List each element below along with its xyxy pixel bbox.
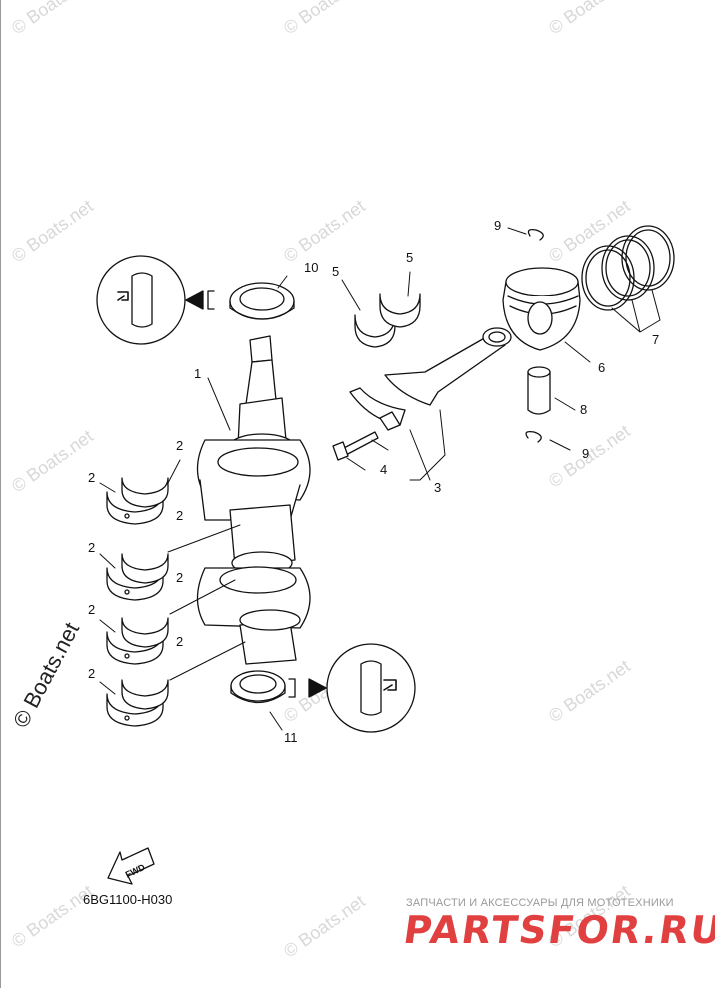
piston-pin bbox=[527, 366, 551, 415]
callout-9: 9 bbox=[494, 218, 501, 233]
callout-11: 11 bbox=[284, 730, 298, 745]
oil-seal-11 bbox=[230, 670, 286, 704]
seal-detail-bottom bbox=[288, 643, 416, 733]
brand-logo: PARTSFOR.RU bbox=[400, 908, 715, 952]
callout-5: 5 bbox=[332, 264, 339, 279]
callout-4: 4 bbox=[380, 462, 387, 477]
main-bearing-2 bbox=[106, 553, 169, 601]
page-border bbox=[0, 0, 1, 988]
piston bbox=[502, 267, 581, 351]
callout-2: 2 bbox=[88, 602, 95, 617]
callout-2: 2 bbox=[176, 570, 183, 585]
callout-2: 2 bbox=[176, 508, 183, 523]
main-bearing-3 bbox=[106, 617, 169, 665]
diagram-code: 6BG1100-H030 bbox=[83, 892, 173, 907]
callout-6: 6 bbox=[598, 360, 605, 375]
main-bearing-4 bbox=[106, 679, 169, 727]
connecting-rod bbox=[349, 327, 512, 431]
callout-2: 2 bbox=[88, 666, 95, 681]
main-bearing-1 bbox=[106, 477, 169, 525]
callout-9: 9 bbox=[582, 446, 589, 461]
callout-2: 2 bbox=[176, 438, 183, 453]
callout-5: 5 bbox=[406, 250, 413, 265]
conrod-bearing-5 bbox=[354, 293, 421, 348]
callout-2: 2 bbox=[176, 634, 183, 649]
callout-1: 1 bbox=[194, 366, 201, 381]
callout-3: 3 bbox=[434, 480, 441, 495]
callout-2: 2 bbox=[88, 470, 95, 485]
brand-subtitle: ЗАПЧАСТИ И АКСЕССУАРЫ ДЛЯ МОТОТЕХНИКИ bbox=[406, 897, 674, 909]
piston-pin-clip-bottom bbox=[525, 430, 542, 443]
crankshaft bbox=[196, 335, 311, 665]
seal-detail-top bbox=[96, 255, 215, 345]
piston-pin-clip-top bbox=[527, 228, 544, 241]
callout-8: 8 bbox=[580, 402, 587, 417]
oil-seal-10 bbox=[229, 282, 295, 320]
piston-rings bbox=[581, 225, 675, 311]
callout-10: 10 bbox=[304, 260, 318, 275]
conrod-bolt bbox=[332, 431, 379, 461]
fwd-arrow bbox=[107, 847, 155, 885]
callout-2: 2 bbox=[88, 540, 95, 555]
callout-7: 7 bbox=[652, 332, 659, 347]
